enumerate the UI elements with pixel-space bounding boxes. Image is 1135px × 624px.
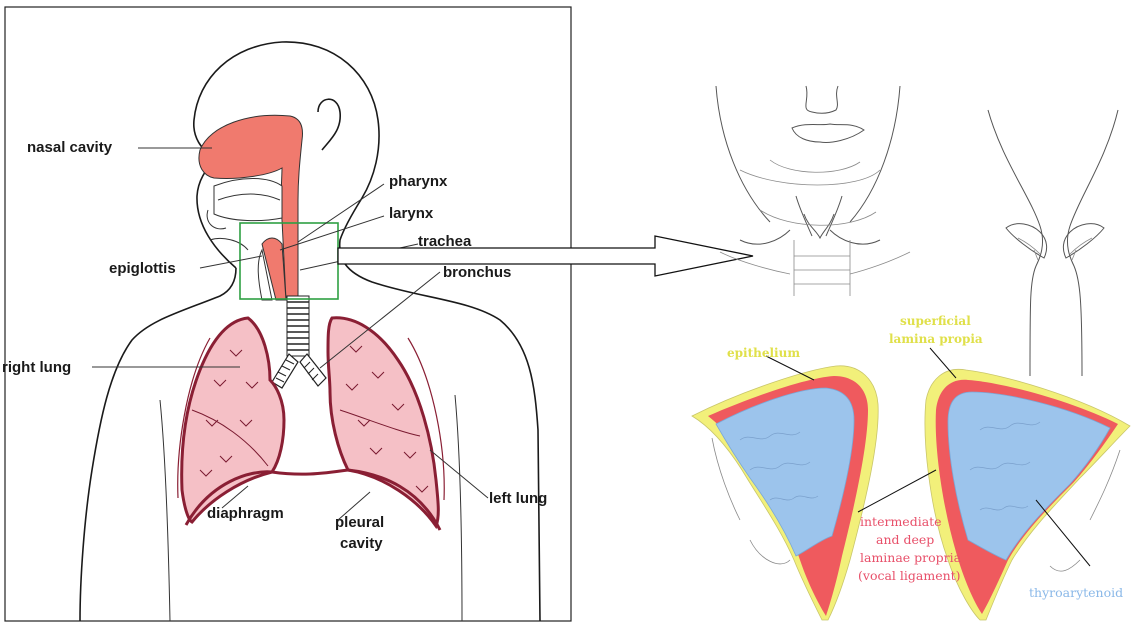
label-intermediate-4: (vocal ligament) — [858, 568, 961, 583]
label-thyroarytenoid: thyroarytenoid — [1029, 585, 1123, 600]
label-larynx: larynx — [389, 205, 434, 222]
oral-cavity — [214, 179, 282, 221]
label-pleural-cavity-2: cavity — [340, 535, 383, 552]
label-epiglottis: epiglottis — [109, 260, 176, 277]
respiratory-system-panel: nasal cavity pharynx larynx trachea epig… — [2, 7, 571, 621]
label-pleural-cavity-1: pleural — [335, 514, 384, 531]
label-diaphragm: diaphragm — [207, 505, 284, 522]
label-intermediate-3: laminae propria — [860, 550, 962, 565]
label-superficial-2: lamina propia — [889, 332, 983, 346]
neck-sketch — [716, 86, 910, 296]
label-intermediate-2: and deep — [876, 532, 934, 547]
vocal-fold-cross-section: epithelium superficial lamina propia int… — [692, 314, 1130, 620]
label-left-lung: left lung — [489, 490, 547, 507]
label-superficial-1: superficial — [900, 314, 971, 328]
label-right-lung: right lung — [2, 359, 71, 376]
label-pharynx: pharynx — [389, 173, 448, 190]
label-bronchus: bronchus — [443, 264, 511, 281]
label-epithelium: epithelium — [727, 346, 800, 360]
label-nasal-cavity: nasal cavity — [27, 139, 113, 156]
vocal-fold-sketch — [988, 110, 1118, 376]
label-intermediate-1: intermediate — [860, 514, 942, 529]
